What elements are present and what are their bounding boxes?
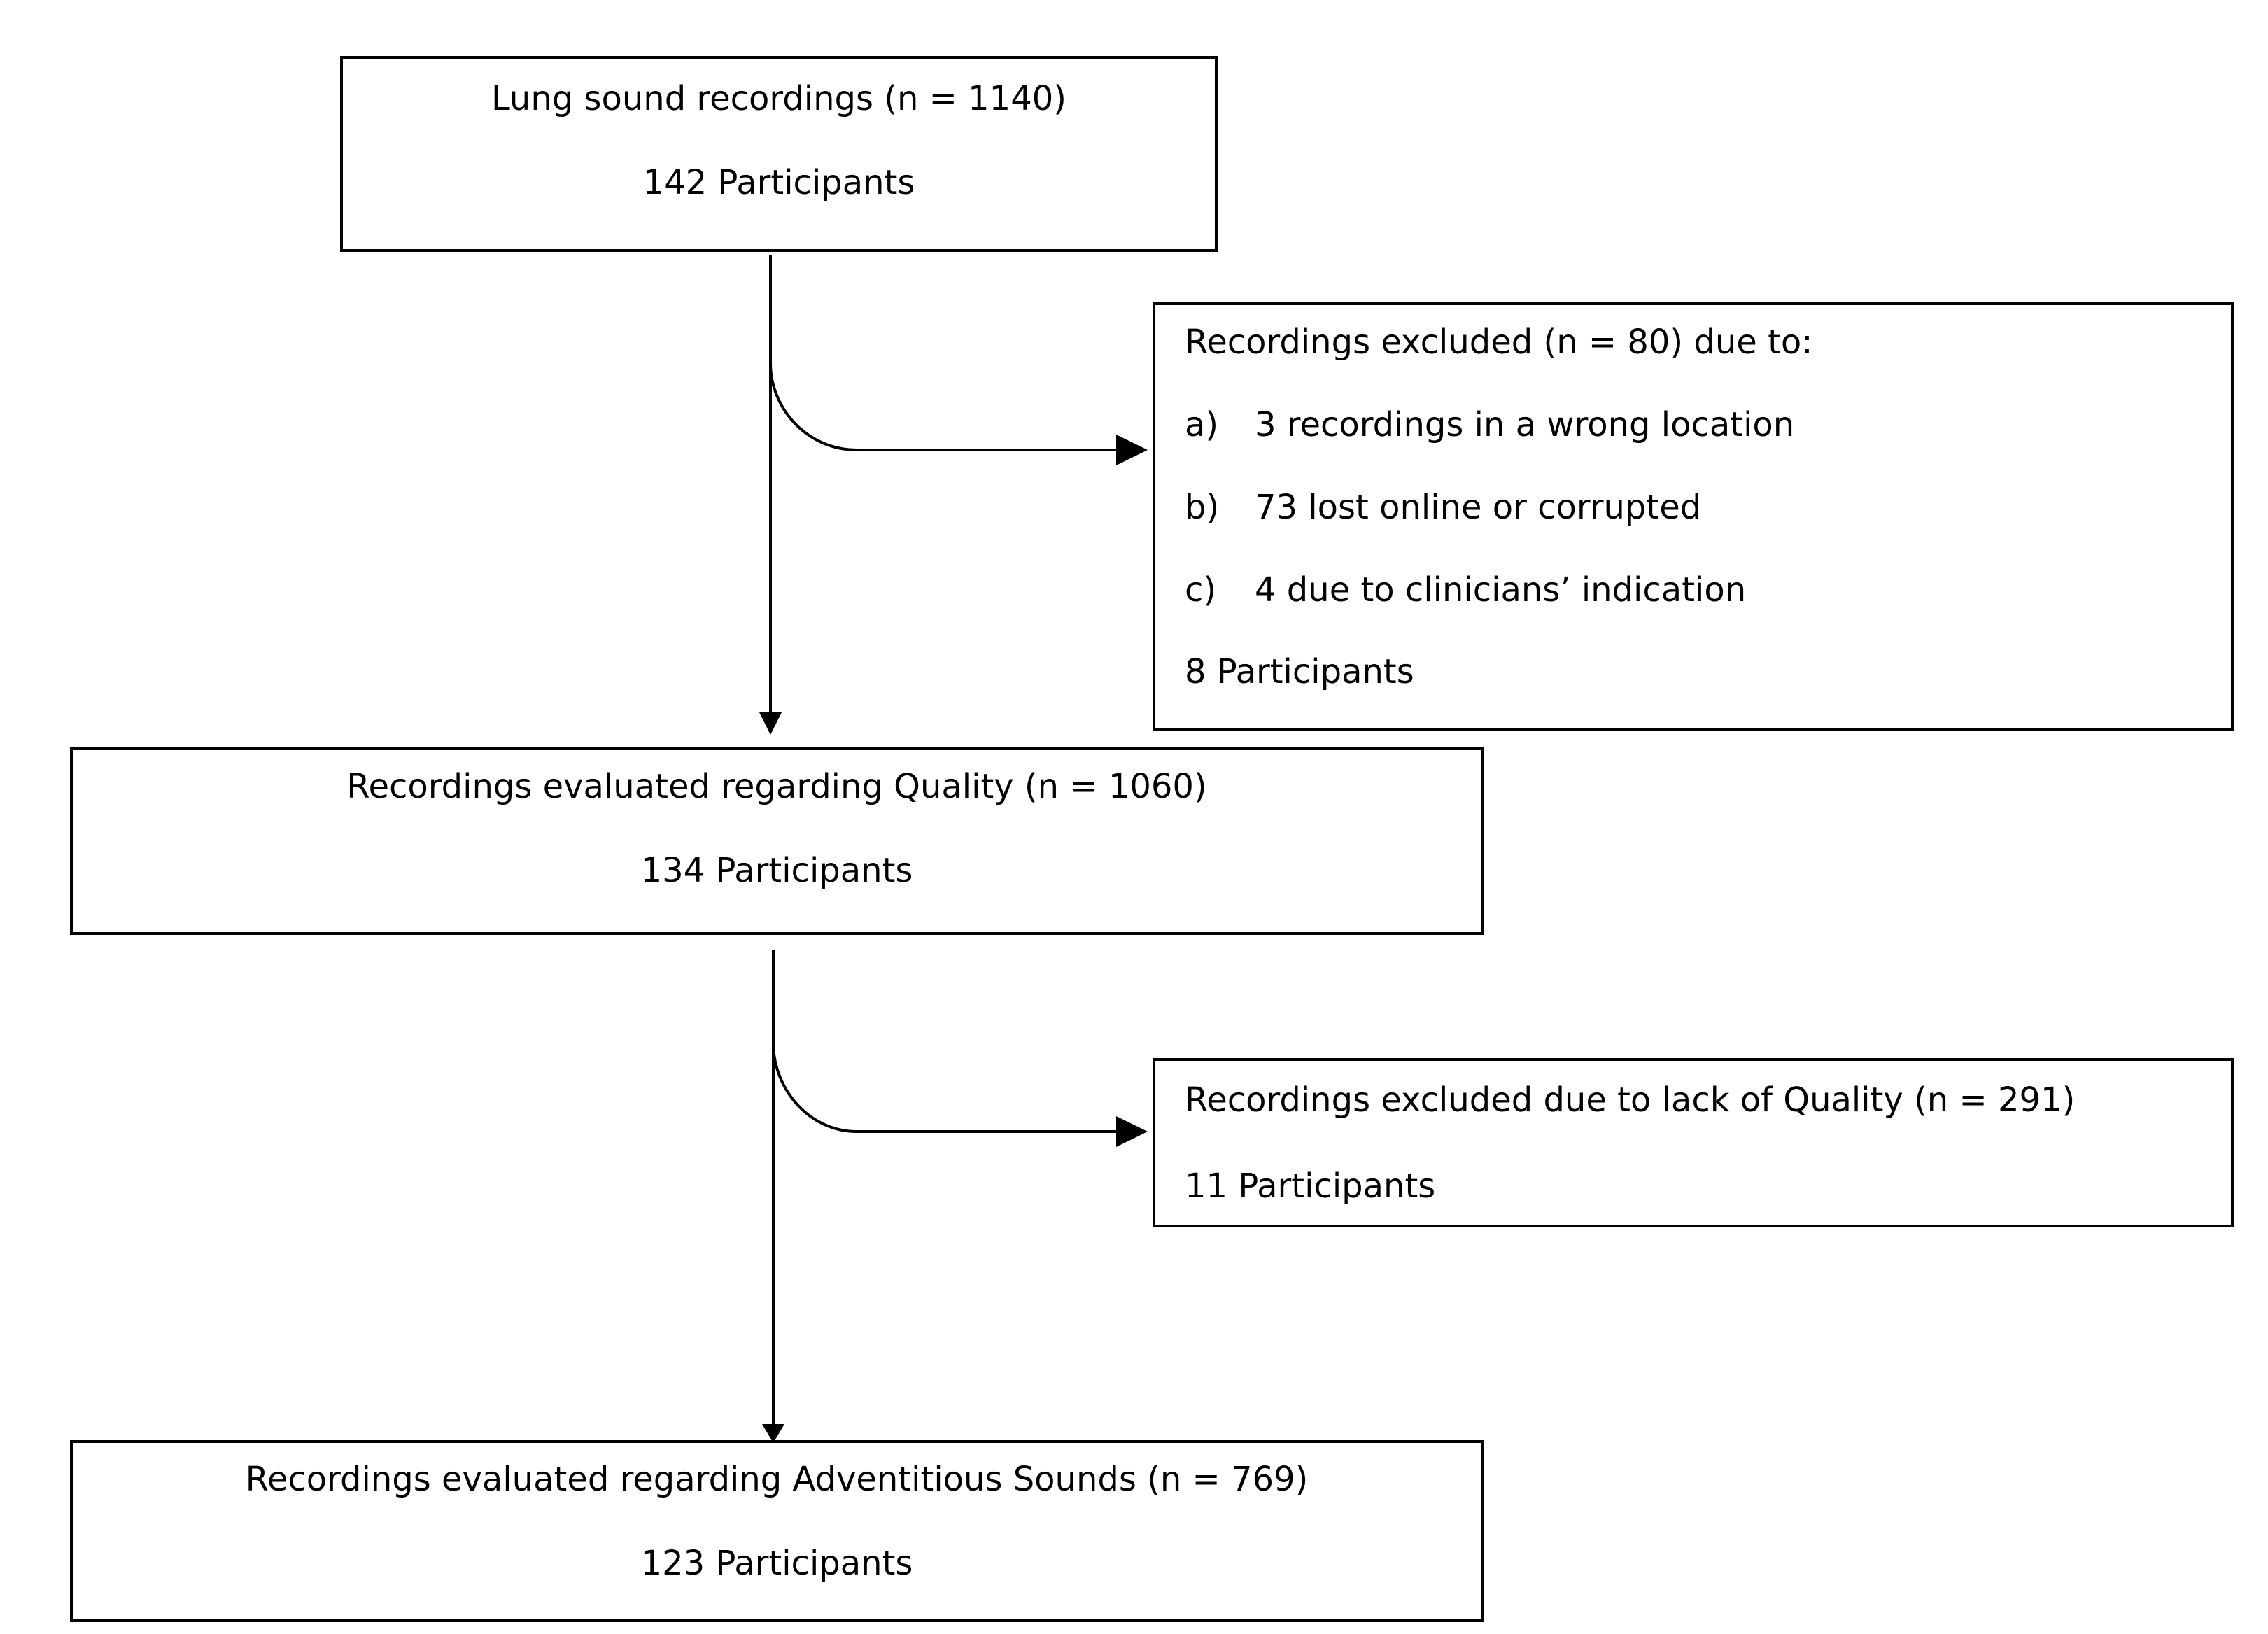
adventitious-box: Recordings evaluated regarding Adventiti… (70, 1440, 1484, 1622)
adventitious-participants-label: 123 Participants (640, 1544, 913, 1583)
reason-text: 73 lost online or corrupted (1255, 488, 1702, 527)
quality-participants-label: 134 Participants (640, 851, 913, 890)
arrowhead-quality-to-adventitious (762, 1424, 784, 1443)
reason-marker: a) (1185, 405, 1219, 444)
excluded1-reason-a: a) 3 recordings in a wrong location (1185, 404, 1794, 446)
excluded2-participants-label: 11 Participants (1185, 1167, 1436, 1206)
excluded1-reason-c: c) 4 due to clinicians’ indication (1185, 569, 1746, 611)
excluded1-heading: Recordings excluded (n = 80) due to: (1185, 323, 1813, 362)
arrow-quality-to-excluded2 (772, 1042, 1120, 1133)
start-box: Lung sound recordings (n = 1140) 142 Par… (340, 56, 1218, 252)
reason-marker: b) (1185, 488, 1220, 527)
excluded2-recordings-label: Recordings excluded due to lack of Quali… (1185, 1080, 2076, 1120)
quality-recordings-label: Recordings evaluated regarding Quality (… (346, 767, 1207, 806)
start-participants-label: 142 Participants (642, 163, 915, 202)
arrowhead-start-to-excluded1 (1116, 435, 1148, 465)
reason-text: 3 recordings in a wrong location (1255, 405, 1795, 444)
arrowhead-start-to-quality (759, 712, 782, 735)
adventitious-recordings-label: Recordings evaluated regarding Adventiti… (245, 1460, 1309, 1499)
quality-box: Recordings evaluated regarding Quality (… (70, 747, 1484, 935)
excluded-box-2: Recordings excluded due to lack of Quali… (1153, 1058, 2234, 1227)
start-recordings-label: Lung sound recordings (n = 1140) (491, 79, 1066, 118)
arrowhead-quality-to-excluded2 (1116, 1116, 1148, 1147)
excluded1-reason-b: b) 73 lost online or corrupted (1185, 486, 1701, 528)
reason-marker: c) (1185, 570, 1217, 610)
excluded-box-1: Recordings excluded (n = 80) due to: a) 3… (1153, 302, 2234, 731)
excluded1-participants: 8 Participants (1185, 652, 1414, 691)
arrow-start-to-excluded1 (769, 363, 1120, 451)
reason-text: 4 due to clinicians’ indication (1255, 570, 1747, 610)
